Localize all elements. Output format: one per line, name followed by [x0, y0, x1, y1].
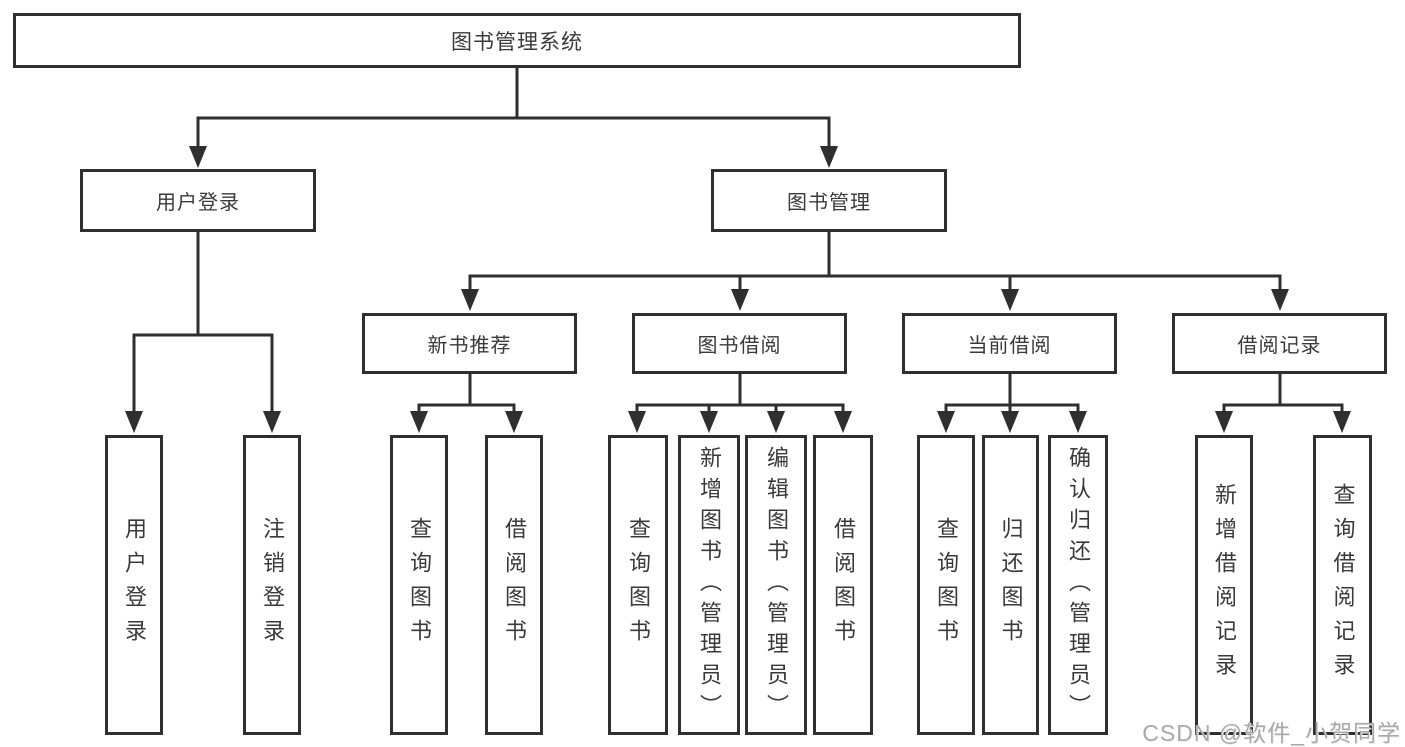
leaf-records-add-record: 新增借阅记录: [1195, 435, 1253, 735]
leaf-label: 归还图书: [998, 517, 1024, 653]
node-current-borrowing: 当前借阅: [902, 313, 1117, 374]
leaf-user-login: 用户登录: [105, 435, 163, 735]
node-book-borrowing: 图书借阅: [632, 313, 847, 374]
leaf-label: 确认归还（管理员）: [1066, 445, 1091, 725]
leaf-label: 编辑图书（管理员）: [764, 445, 789, 725]
leaf-borrow-query-books: 查询图书: [608, 435, 668, 735]
leaf-current-return-books: 归还图书: [982, 435, 1039, 735]
leaf-label: 查询借阅记录: [1330, 483, 1356, 687]
leaf-borrow-borrow-books: 借阅图书: [813, 435, 873, 735]
leaf-borrow-add-books-admin: 新增图书（管理员）: [678, 435, 740, 735]
leaf-label: 借阅图书: [831, 517, 856, 653]
leaf-current-query-books: 查询图书: [917, 435, 975, 735]
leaf-current-confirm-return-admin: 确认归还（管理员）: [1048, 435, 1108, 735]
node-label: 当前借阅: [967, 335, 1052, 357]
node-library-management-system: 图书管理系统: [13, 13, 1021, 68]
leaf-recommend-borrow-books: 借阅图书: [485, 435, 543, 735]
node-label: 图书借阅: [697, 335, 782, 357]
leaf-records-query-record: 查询借阅记录: [1313, 435, 1372, 735]
leaf-label: 查询图书: [934, 517, 959, 653]
leaf-label: 用户登录: [122, 517, 147, 653]
leaf-label: 注销登录: [260, 517, 285, 653]
node-user-login: 用户登录: [80, 169, 316, 232]
csdn-watermark: CSDN @软件_小贺同学: [1142, 720, 1401, 746]
leaf-recommend-query-books: 查询图书: [390, 435, 448, 735]
leaf-borrow-edit-books-admin: 编辑图书（管理员）: [745, 435, 807, 735]
leaf-label: 新增借阅记录: [1212, 483, 1237, 687]
leaf-label: 查询图书: [626, 517, 651, 653]
leaf-label: 查询图书: [407, 517, 432, 653]
leaf-logout: 注销登录: [243, 435, 301, 735]
node-borrowing-records: 借阅记录: [1172, 313, 1387, 374]
node-label: 新书推荐: [427, 335, 512, 357]
leaf-label: 借阅图书: [502, 517, 527, 653]
node-label: 图书管理系统: [451, 30, 583, 54]
leaf-label: 新增图书（管理员）: [697, 445, 722, 725]
node-label: 图书管理: [787, 192, 871, 214]
node-label: 借阅记录: [1237, 335, 1322, 357]
node-new-book-recommendation: 新书推荐: [362, 313, 577, 374]
node-book-management: 图书管理: [711, 169, 947, 232]
node-label: 用户登录: [156, 192, 240, 214]
